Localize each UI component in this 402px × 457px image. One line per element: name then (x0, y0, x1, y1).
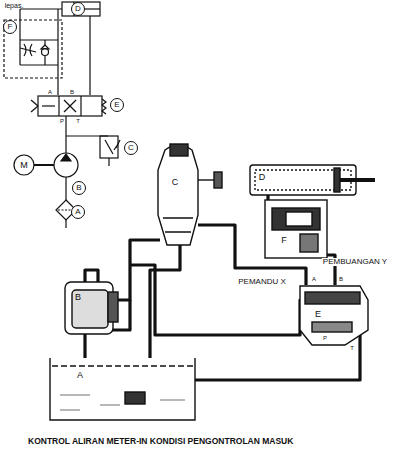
callout-letter: A (75, 208, 80, 216)
motor-symbol (14, 155, 34, 175)
flow-control-valve (265, 200, 327, 258)
cut-text: lepas. (5, 1, 24, 8)
callout-letter: C (128, 144, 134, 152)
port-label: P (60, 118, 64, 124)
port-label: T (349, 345, 355, 351)
motor-label: M (20, 161, 28, 170)
port-label: P (322, 335, 328, 341)
flow-control-symbol (4, 20, 62, 78)
caption: KONTROL ALIRAN METER-IN KONDISI PENGONTR… (28, 436, 293, 446)
callout-letter: E (315, 310, 321, 319)
callout-letter: F (281, 236, 287, 245)
cylinder (250, 165, 356, 195)
callout-letter: D (75, 5, 81, 13)
directional-valve (300, 286, 368, 345)
port-label: B (70, 89, 74, 95)
pump (65, 282, 113, 334)
pump-symbol (54, 153, 78, 177)
port-label: A (311, 276, 317, 282)
callout-letter: B (76, 184, 81, 192)
callout-letter: E (114, 101, 119, 109)
callout-letter: D (259, 173, 266, 182)
tank (50, 358, 195, 420)
directional-valve-symbol (38, 96, 102, 116)
callout-letter: F (8, 23, 13, 31)
drain-label: PEMBUANGAN Y (322, 258, 388, 266)
port-label: A (48, 89, 52, 95)
port-label: B (338, 276, 344, 282)
pilot-label: PEMANDU X (237, 278, 287, 286)
relief-valve (158, 145, 198, 245)
port-label: T (76, 118, 80, 124)
callout-letter: C (172, 178, 179, 187)
callout-letter: A (77, 371, 83, 380)
cylinder-symbol (62, 2, 100, 16)
fluid-hatching (60, 395, 185, 410)
callout-letter: B (75, 293, 81, 302)
components (50, 144, 375, 420)
schematic (4, 2, 120, 228)
